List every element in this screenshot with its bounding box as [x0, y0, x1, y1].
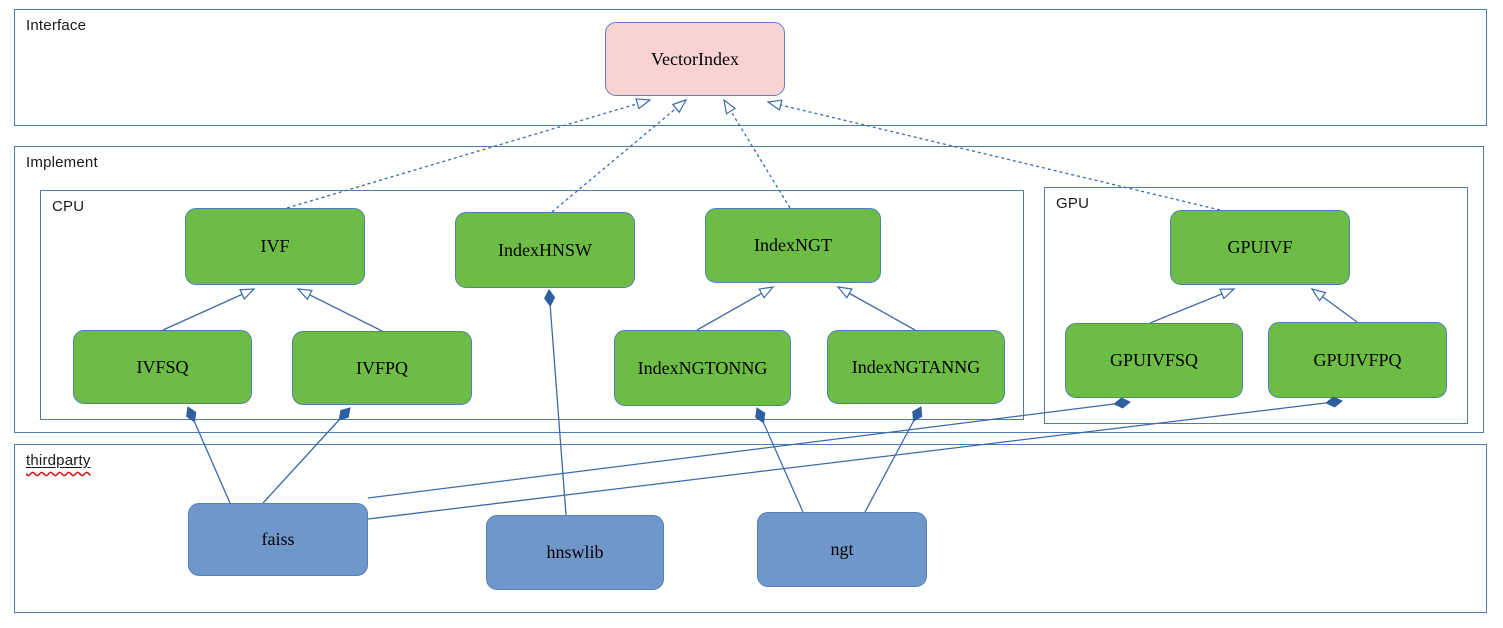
node-ivfsq[interactable]: IVFSQ	[73, 330, 252, 404]
node-ivfpq-label: IVFPQ	[355, 357, 408, 378]
node-ivfpq[interactable]: IVFPQ	[292, 331, 472, 405]
node-hnswlib[interactable]: hnswlib	[486, 515, 664, 590]
node-vectorindex-label: VectorIndex	[651, 48, 739, 69]
container-interface-label: Interface	[26, 17, 87, 34]
node-gpuivfsq[interactable]: GPUIVFSQ	[1065, 323, 1243, 398]
node-gpuivf-label: GPUIVF	[1227, 237, 1293, 257]
node-ivf-label: IVF	[260, 236, 290, 256]
container-implement-label: Implement	[26, 154, 98, 171]
node-gpuivfsq-label: GPUIVFSQ	[1109, 350, 1199, 370]
node-ivf[interactable]: IVF	[185, 208, 365, 285]
node-hnswlib-label: hnswlib	[546, 542, 604, 562]
node-indexngtonng-label: IndexNGTONNG	[637, 357, 768, 378]
node-indexhnsw[interactable]: IndexHNSW	[455, 212, 635, 288]
node-indexngt[interactable]: IndexNGT	[705, 208, 881, 283]
node-ivfsq-label: IVFSQ	[136, 356, 189, 377]
node-faiss[interactable]: faiss	[188, 503, 368, 576]
node-gpuivf[interactable]: GPUIVF	[1170, 210, 1350, 285]
container-cpu-label: CPU	[52, 198, 85, 215]
container-thirdparty-label: thirdparty	[26, 452, 91, 469]
node-ngt-label: ngt	[830, 539, 854, 559]
node-indexhnsw-label: IndexHNSW	[498, 239, 592, 260]
node-faiss-label: faiss	[261, 529, 295, 549]
node-indexngt-label: IndexNGT	[754, 235, 832, 255]
node-gpuivfpq[interactable]: GPUIVFPQ	[1268, 322, 1447, 398]
node-gpuivfpq-label: GPUIVFPQ	[1313, 349, 1402, 370]
node-indexngtanng[interactable]: IndexNGTANNG	[827, 330, 1005, 404]
node-indexngtonng[interactable]: IndexNGTONNG	[614, 330, 791, 406]
container-thirdparty-label-text: thirdparty	[26, 452, 91, 469]
node-vectorindex[interactable]: VectorIndex	[605, 22, 785, 96]
container-gpu-label: GPU	[1056, 195, 1090, 212]
node-ngt[interactable]: ngt	[757, 512, 927, 587]
node-indexngtanng-label: IndexNGTANNG	[851, 356, 981, 377]
